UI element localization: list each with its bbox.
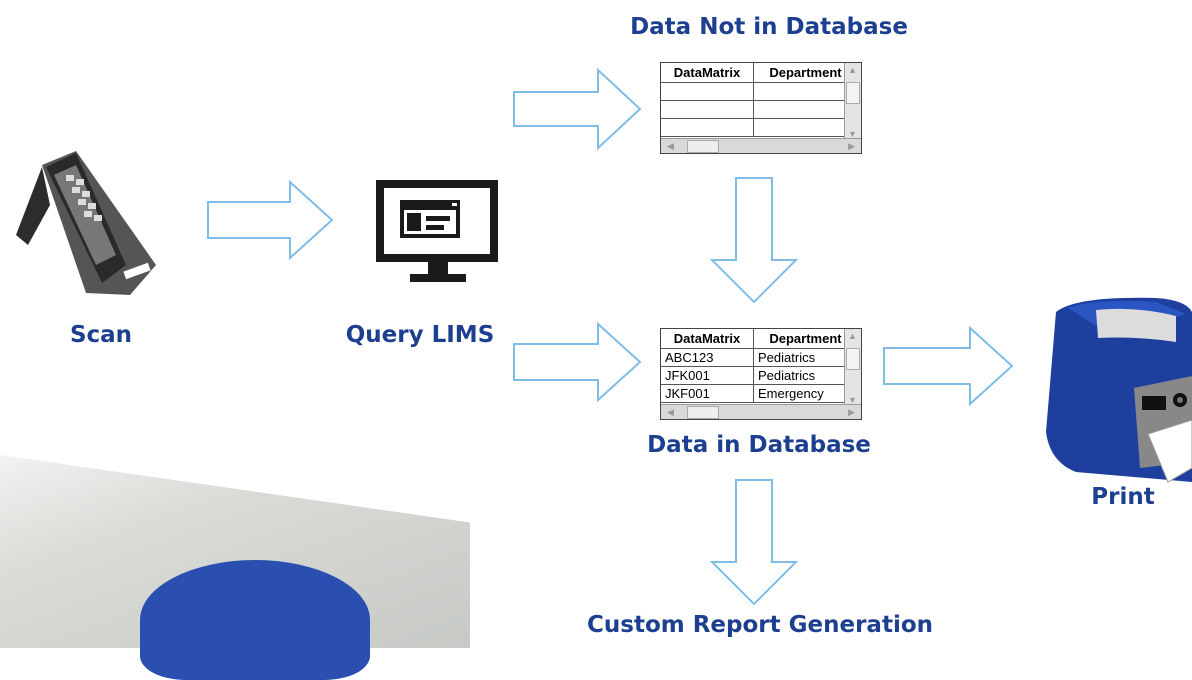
print-label: Print <box>1091 484 1155 510</box>
scroll-thumb[interactable] <box>846 82 860 104</box>
column-header: DataMatrix <box>661 63 754 83</box>
computer-monitor-icon <box>376 180 498 282</box>
vertical-scrollbar[interactable]: ▲ ▼ <box>844 63 861 143</box>
scroll-thumb[interactable] <box>846 348 860 370</box>
table-cell <box>753 118 858 137</box>
horizontal-scrollbar[interactable]: ◀ ▶ <box>661 404 861 419</box>
barcode-scanner-icon <box>16 151 156 295</box>
table-cell: ABC123 <box>661 348 754 367</box>
scroll-thumb[interactable] <box>687 406 719 419</box>
data-in-database-label: Data in Database <box>647 432 871 458</box>
scroll-right-icon[interactable]: ▶ <box>848 407 855 417</box>
scroll-down-icon[interactable]: ▼ <box>848 129 857 139</box>
scroll-down-icon[interactable]: ▼ <box>848 395 857 405</box>
arrow-down-2 <box>710 479 799 606</box>
vertical-scrollbar[interactable]: ▲ ▼ <box>844 329 861 409</box>
arrow-right-4 <box>883 326 1014 406</box>
scroll-thumb[interactable] <box>687 140 719 153</box>
table-cell: Emergency <box>753 384 858 403</box>
scroll-right-icon[interactable]: ▶ <box>848 141 855 151</box>
custom-report-generation-label: Custom Report Generation <box>587 612 933 638</box>
scroll-up-icon[interactable]: ▲ <box>848 331 857 341</box>
column-header: Department <box>753 329 858 349</box>
scroll-left-icon[interactable]: ◀ <box>667 141 674 151</box>
query-lims-label: Query LIMS <box>345 322 495 348</box>
table-cell: Pediatrics <box>753 348 858 367</box>
arrow-right-1 <box>207 180 334 260</box>
arrow-right-3 <box>513 322 642 402</box>
scan-label: Scan <box>69 322 133 348</box>
glove-image <box>140 560 370 680</box>
table-cell: Pediatrics <box>753 366 858 385</box>
scroll-up-icon[interactable]: ▲ <box>848 65 857 75</box>
arrow-down-1 <box>710 177 799 304</box>
table-cell <box>661 118 754 137</box>
data-not-in-database-label: Data Not in Database <box>630 14 908 40</box>
column-header: Department <box>753 63 858 83</box>
table-cell <box>753 82 858 101</box>
label-printer-icon <box>1046 297 1192 483</box>
table-cell: JFK001 <box>661 366 754 385</box>
table-cell <box>661 100 754 119</box>
horizontal-scrollbar[interactable]: ◀ ▶ <box>661 138 861 153</box>
arrow-right-2 <box>513 68 642 150</box>
scroll-left-icon[interactable]: ◀ <box>667 407 674 417</box>
table-cell <box>753 100 858 119</box>
table-cell: JKF001 <box>661 384 754 403</box>
table-cell <box>661 82 754 101</box>
empty-data-table: DataMatrix Department ▲ ▼ ◀ ▶ <box>660 62 862 154</box>
column-header: DataMatrix <box>661 329 754 349</box>
